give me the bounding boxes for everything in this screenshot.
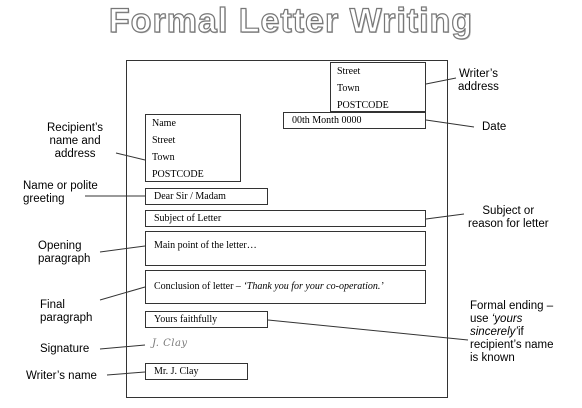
greeting-box: Dear Sir / Madam: [145, 188, 268, 205]
recipient-address-line: POSTCODE: [152, 169, 204, 180]
writers-address-box: Street Town POSTCODE: [330, 62, 426, 112]
label-writers-address-line: Writer’s: [458, 68, 498, 80]
label-formal-ending-text: use: [470, 313, 492, 325]
label-formal-ending-line: use ‘yours: [470, 313, 554, 326]
label-recipient: Recipient’s name and address: [47, 122, 103, 161]
label-signature: Signature: [40, 343, 90, 355]
letter-page: [126, 60, 448, 398]
label-opening-line: Opening: [38, 240, 82, 252]
label-final-line: paragraph: [40, 312, 93, 324]
label-formal-ending: Formal ending – use ‘yours sincerely’if …: [470, 300, 554, 365]
label-formal-ending-line: is known: [470, 352, 515, 364]
final-paragraph-quote: ‘Thank you for your co-operation.’: [243, 281, 384, 292]
label-greeting-line: greeting: [23, 193, 65, 205]
subject-box: Subject of Letter: [145, 210, 426, 227]
label-writers-name: Writer’s name: [26, 370, 97, 382]
label-greeting-line: Name or polite: [23, 180, 98, 192]
label-formal-ending-quote: ‘yours: [491, 313, 523, 325]
connector-date: [425, 119, 475, 128]
opening-paragraph-box: Main point of the letter…: [145, 231, 426, 266]
connector-signature: [99, 344, 146, 350]
date-box: 00th Month 0000: [283, 112, 426, 129]
label-subject: Subject or reason for letter: [468, 205, 549, 231]
label-opening: Opening paragraph: [38, 240, 90, 266]
connector-writers-address: [425, 77, 457, 85]
connector-opening: [99, 245, 146, 253]
label-formal-ending-line: sincerely’if: [470, 326, 554, 339]
final-paragraph-text: Conclusion of letter –: [154, 281, 244, 292]
label-formal-ending-line: Formal ending –: [470, 300, 554, 312]
label-recipient-line: address: [54, 148, 96, 160]
writers-name-box: Mr. J. Clay: [145, 363, 248, 380]
label-formal-ending-quote: sincerely’: [470, 326, 518, 338]
label-greeting: Name or polite greeting: [23, 180, 98, 206]
label-final-line: Final: [40, 299, 65, 311]
connector-writers-name: [106, 371, 146, 376]
connector-formal-ending: [267, 319, 469, 341]
closing-box: Yours faithfully: [145, 311, 268, 328]
label-recipient-line: Recipient’s: [47, 122, 104, 134]
writers-address-line: Street: [337, 66, 361, 77]
label-final: Final paragraph: [40, 299, 92, 325]
recipient-address-line: Town: [152, 152, 175, 163]
label-formal-ending-text: if: [517, 326, 524, 338]
writers-address-line: Town: [337, 83, 360, 94]
label-opening-line: paragraph: [38, 253, 91, 265]
final-paragraph-box: Conclusion of letter – ‘Thank you for yo…: [145, 270, 426, 304]
label-subject-line: reason for letter: [468, 218, 549, 230]
connector-recipient: [115, 152, 146, 161]
connector-final: [99, 286, 146, 301]
signature-text: J. Clay: [152, 338, 188, 349]
recipient-address-line: Name: [152, 118, 176, 129]
recipient-address-box: Name Street Town POSTCODE: [145, 114, 241, 182]
label-date: Date: [482, 121, 507, 133]
connector-subject: [425, 213, 465, 220]
label-subject-line: Subject or: [482, 205, 535, 217]
label-writers-address-line: address: [458, 81, 499, 93]
writers-address-line: POSTCODE: [337, 100, 389, 111]
page-title: Formal Letter Writing: [108, 1, 474, 40]
label-writers-address: Writer’s address: [458, 68, 499, 94]
label-recipient-line: name and: [49, 135, 101, 147]
recipient-address-line: Street: [152, 135, 176, 146]
label-formal-ending-line: recipient’s name: [470, 339, 554, 351]
